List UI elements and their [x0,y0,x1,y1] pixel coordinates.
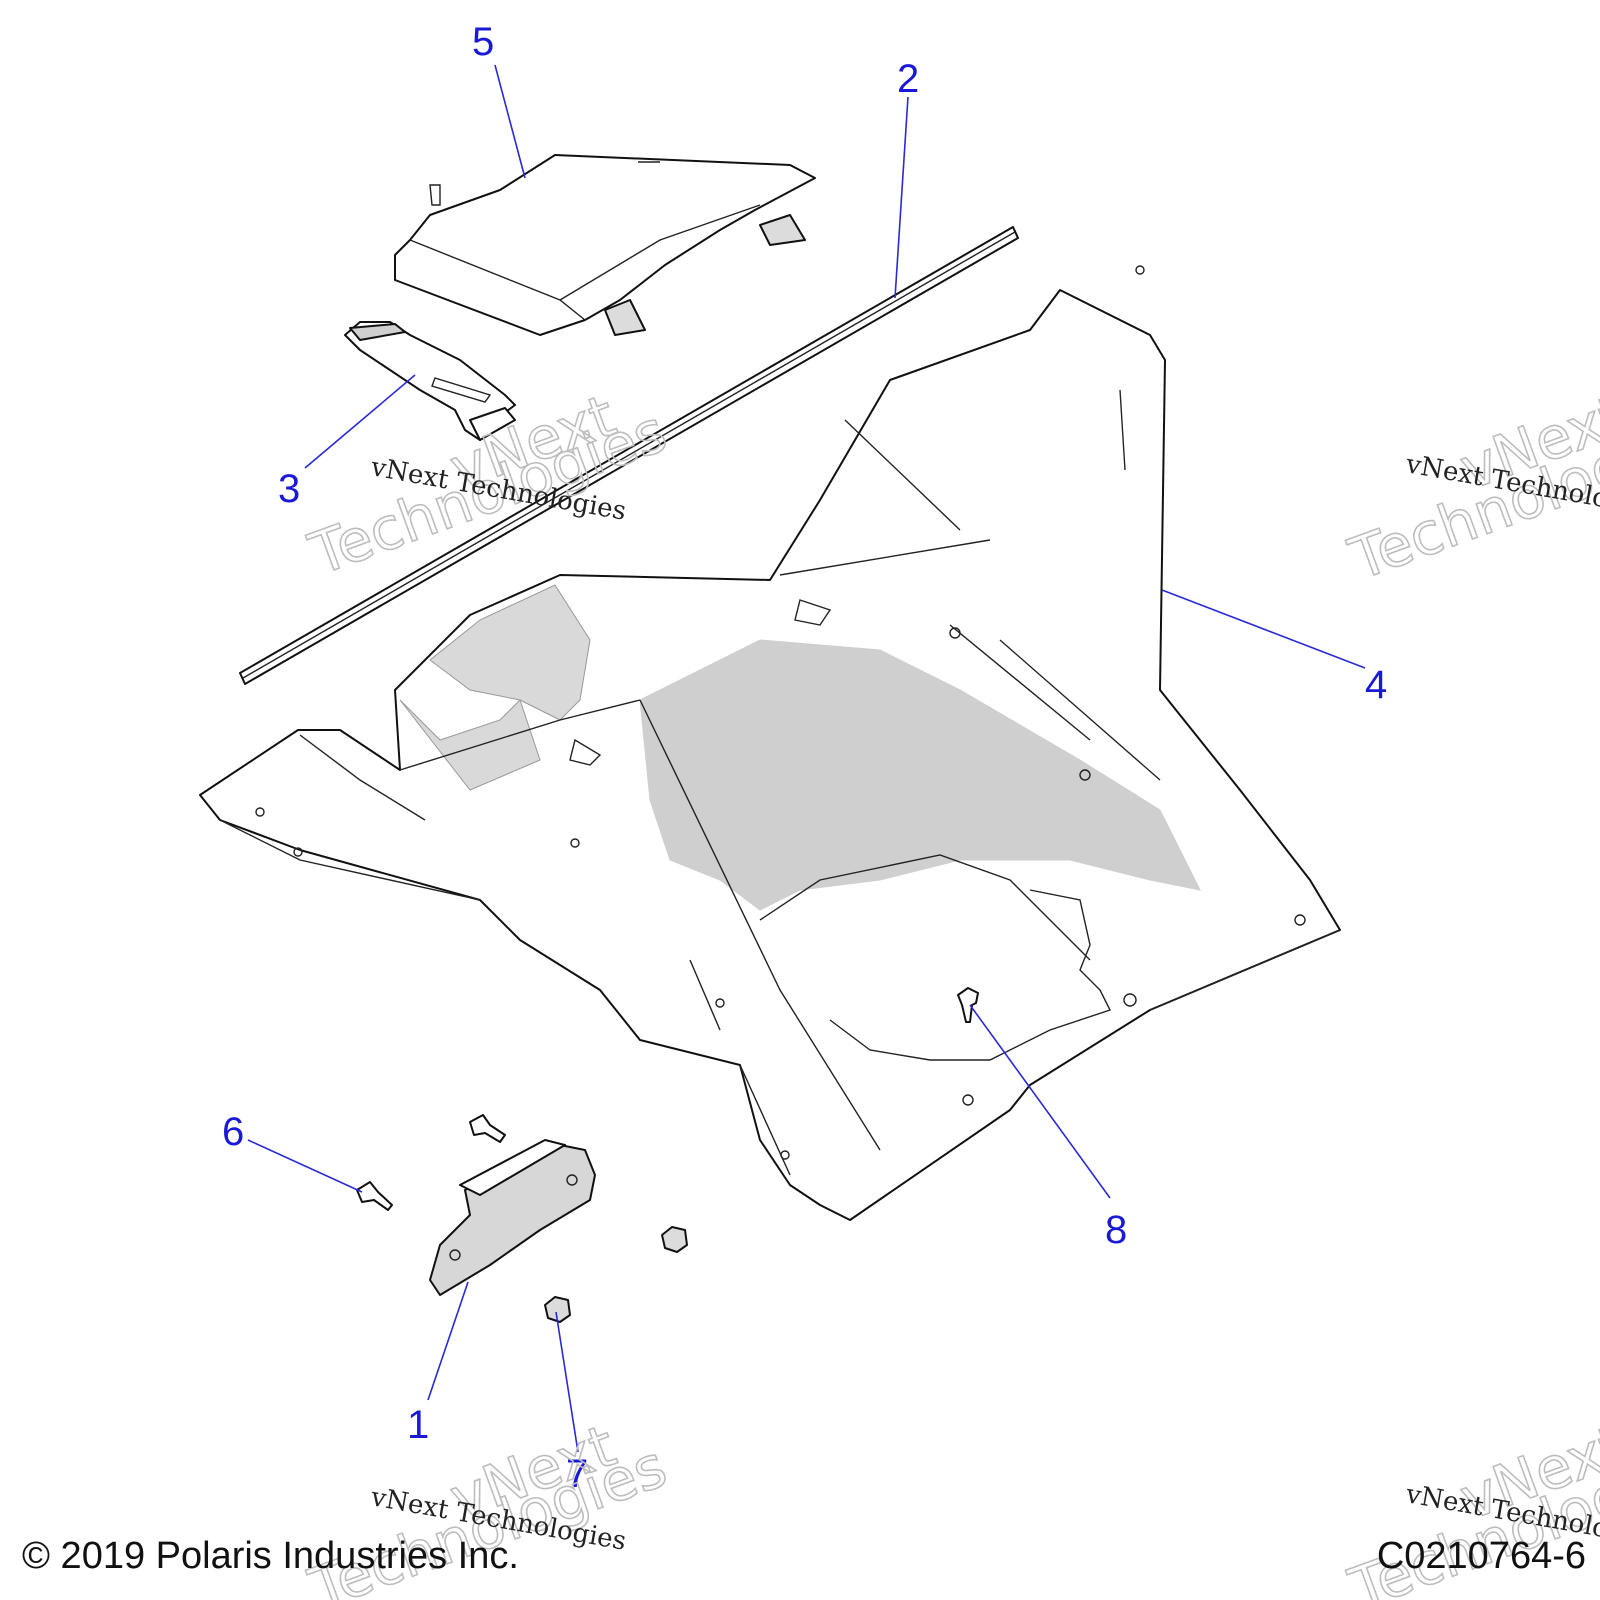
part-4-floor-panel [199,265,1341,1221]
svg-text:vNext: vNext [1452,1411,1600,1533]
drawing-number: C0210764-6 [1376,1535,1586,1577]
copyright-notice: © 2019 Polaris Industries Inc. [22,1535,519,1577]
callout-6: 6 [222,1110,244,1154]
leader-7 [555,1311,579,1453]
part-7-nut [544,1226,688,1323]
part-3-strap [344,321,516,441]
part-6-bolt [356,1114,506,1211]
svg-text:vNext Technologies: vNext Technologies [1403,449,1600,524]
leader-1 [427,1281,469,1401]
callout-2: 2 [897,57,919,101]
svg-text:vNext Technologies: vNext Technologies [368,452,629,527]
leader-8 [969,1004,1111,1199]
leader-3 [304,374,416,469]
part-8-push-rivet [957,987,979,1023]
part-5-cover [394,154,816,336]
callout-3: 3 [278,467,300,511]
watermark-top-right: vNext Technologies vNext Technologies [1340,381,1600,595]
leader-4 [1161,589,1366,669]
leader-6 [247,1139,363,1193]
callout-8: 8 [1105,1208,1127,1252]
leader-lines [247,64,1366,1453]
svg-text:Technologies: Technologies [1341,402,1600,594]
leader-2 [894,96,909,299]
leader-5 [494,64,526,179]
callout-5: 5 [472,20,494,64]
callout-4: 4 [1365,663,1387,707]
part-2-rail-strip [239,226,1019,685]
callouts: 5 2 3 4 6 1 7 8 [222,20,1387,1496]
svg-text:vNext: vNext [1452,381,1600,503]
callout-7: 7 [566,1452,588,1496]
part-1-bracket [429,1139,596,1296]
callout-1: 1 [407,1403,429,1447]
svg-text:vNext: vNext [442,1411,624,1533]
